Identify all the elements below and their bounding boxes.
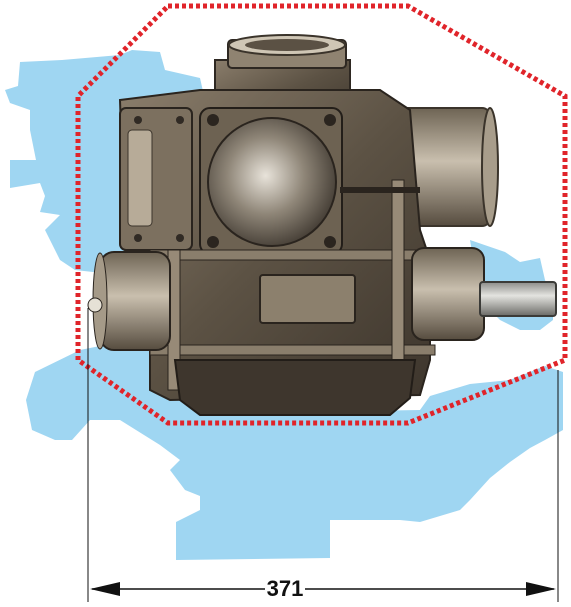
dimension-annotation	[87, 308, 559, 602]
engine-left-end-cylinder	[99, 251, 171, 351]
dimension-label: 371	[265, 576, 305, 602]
engine-front-disc	[207, 117, 337, 247]
vehicle-silhouette-lower	[26, 342, 563, 560]
engine-output-shaft	[479, 281, 557, 317]
engine-right-end-housing	[411, 247, 485, 341]
engine-unit	[87, 34, 557, 416]
engine-sump	[173, 359, 417, 416]
engine-name-plate	[259, 274, 356, 324]
dimension-arrow-right	[526, 582, 556, 596]
envelope-boundary	[75, 3, 568, 426]
dimension-arrow-left	[90, 582, 120, 596]
